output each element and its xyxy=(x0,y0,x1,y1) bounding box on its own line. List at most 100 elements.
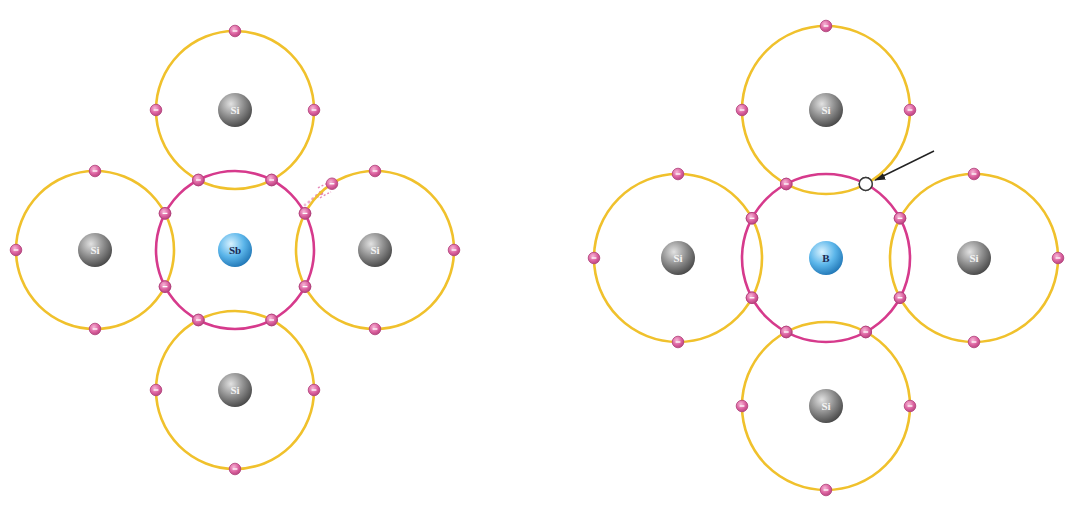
electron xyxy=(736,104,748,116)
orbit-ring xyxy=(156,311,314,469)
electron-dot xyxy=(89,323,101,335)
electron xyxy=(860,326,872,338)
atom-core xyxy=(809,93,843,127)
electron-dot xyxy=(308,104,320,116)
electron-dot xyxy=(326,178,338,190)
atom-symbol: B xyxy=(822,253,829,264)
electron-dot xyxy=(746,212,758,224)
electron xyxy=(746,292,758,304)
electron xyxy=(308,384,320,396)
minus-sign xyxy=(784,183,789,184)
electron-dot xyxy=(266,174,278,186)
electron xyxy=(448,244,460,256)
electron-dot xyxy=(299,281,311,293)
electron xyxy=(894,212,906,224)
electron-dot xyxy=(894,212,906,224)
minus-sign xyxy=(93,170,98,171)
electron-dot xyxy=(860,326,872,338)
hole-circle xyxy=(859,178,872,191)
electron xyxy=(894,212,906,224)
orbit-ring xyxy=(594,174,762,342)
minus-sign xyxy=(824,489,829,490)
hole xyxy=(859,178,872,191)
electron xyxy=(159,208,171,220)
electron-dot xyxy=(308,384,320,396)
electron-dot xyxy=(369,323,381,335)
atom-symbol: Si xyxy=(230,385,239,396)
electron xyxy=(266,314,278,326)
electron-dot xyxy=(904,104,916,116)
electron-dot xyxy=(736,104,748,116)
minus-sign xyxy=(303,213,308,214)
minus-sign xyxy=(898,218,903,219)
hole-circle xyxy=(859,178,872,191)
minus-sign xyxy=(972,341,977,342)
electron-dot xyxy=(369,165,381,177)
minus-sign xyxy=(163,213,168,214)
electron xyxy=(780,326,792,338)
minus-sign xyxy=(908,405,913,406)
electron-dot xyxy=(10,244,22,256)
electron-dot xyxy=(159,208,171,220)
electron-dot xyxy=(1052,252,1064,264)
electron xyxy=(780,326,792,338)
electron-dot xyxy=(193,314,205,326)
electron-dot xyxy=(229,25,241,37)
electron xyxy=(780,178,792,190)
electron-dot xyxy=(266,314,278,326)
electron-dot xyxy=(968,336,980,348)
electron xyxy=(894,292,906,304)
minus-sign xyxy=(750,218,755,219)
minus-sign xyxy=(163,213,168,214)
electron xyxy=(588,252,600,264)
minus-sign xyxy=(269,179,274,180)
minus-sign xyxy=(196,179,201,180)
minus-sign xyxy=(824,25,829,26)
minus-sign xyxy=(303,213,308,214)
electron xyxy=(193,174,205,186)
minus-sign xyxy=(312,389,317,390)
minus-sign xyxy=(592,257,597,258)
minus-sign xyxy=(373,328,378,329)
electron xyxy=(89,165,101,177)
electron xyxy=(193,174,205,186)
orbit-ring xyxy=(16,171,174,329)
electron xyxy=(369,165,381,177)
electron xyxy=(672,336,684,348)
silicon-atom: Si xyxy=(148,303,322,477)
electron xyxy=(968,168,980,180)
electron xyxy=(159,208,171,220)
electron-dot xyxy=(299,281,311,293)
electron xyxy=(1052,252,1064,264)
electron xyxy=(860,326,872,338)
minus-sign xyxy=(196,319,201,320)
electron-dot xyxy=(159,281,171,293)
minus-sign xyxy=(163,286,168,287)
minus-sign xyxy=(863,331,868,332)
minus-sign xyxy=(93,328,98,329)
atom-core xyxy=(809,389,843,423)
electron-dot xyxy=(904,400,916,412)
atom-symbol: Si xyxy=(90,245,99,256)
hole-pointer xyxy=(875,151,934,180)
minus-sign xyxy=(154,109,159,110)
minus-sign xyxy=(784,183,789,184)
electron xyxy=(736,400,748,412)
minus-sign xyxy=(750,297,755,298)
electron-dot xyxy=(299,208,311,220)
minus-sign xyxy=(784,331,789,332)
minus-sign xyxy=(908,109,913,110)
electron xyxy=(904,104,916,116)
electron-dot xyxy=(780,178,792,190)
electron xyxy=(904,400,916,412)
minus-sign xyxy=(898,297,903,298)
minus-sign xyxy=(740,405,745,406)
electron-dot xyxy=(193,174,205,186)
electron xyxy=(299,208,311,220)
atom-core xyxy=(358,233,392,267)
electron-dot xyxy=(780,326,792,338)
electron xyxy=(746,292,758,304)
minus-sign xyxy=(154,389,159,390)
electron-dot xyxy=(266,314,278,326)
electron xyxy=(299,281,311,293)
